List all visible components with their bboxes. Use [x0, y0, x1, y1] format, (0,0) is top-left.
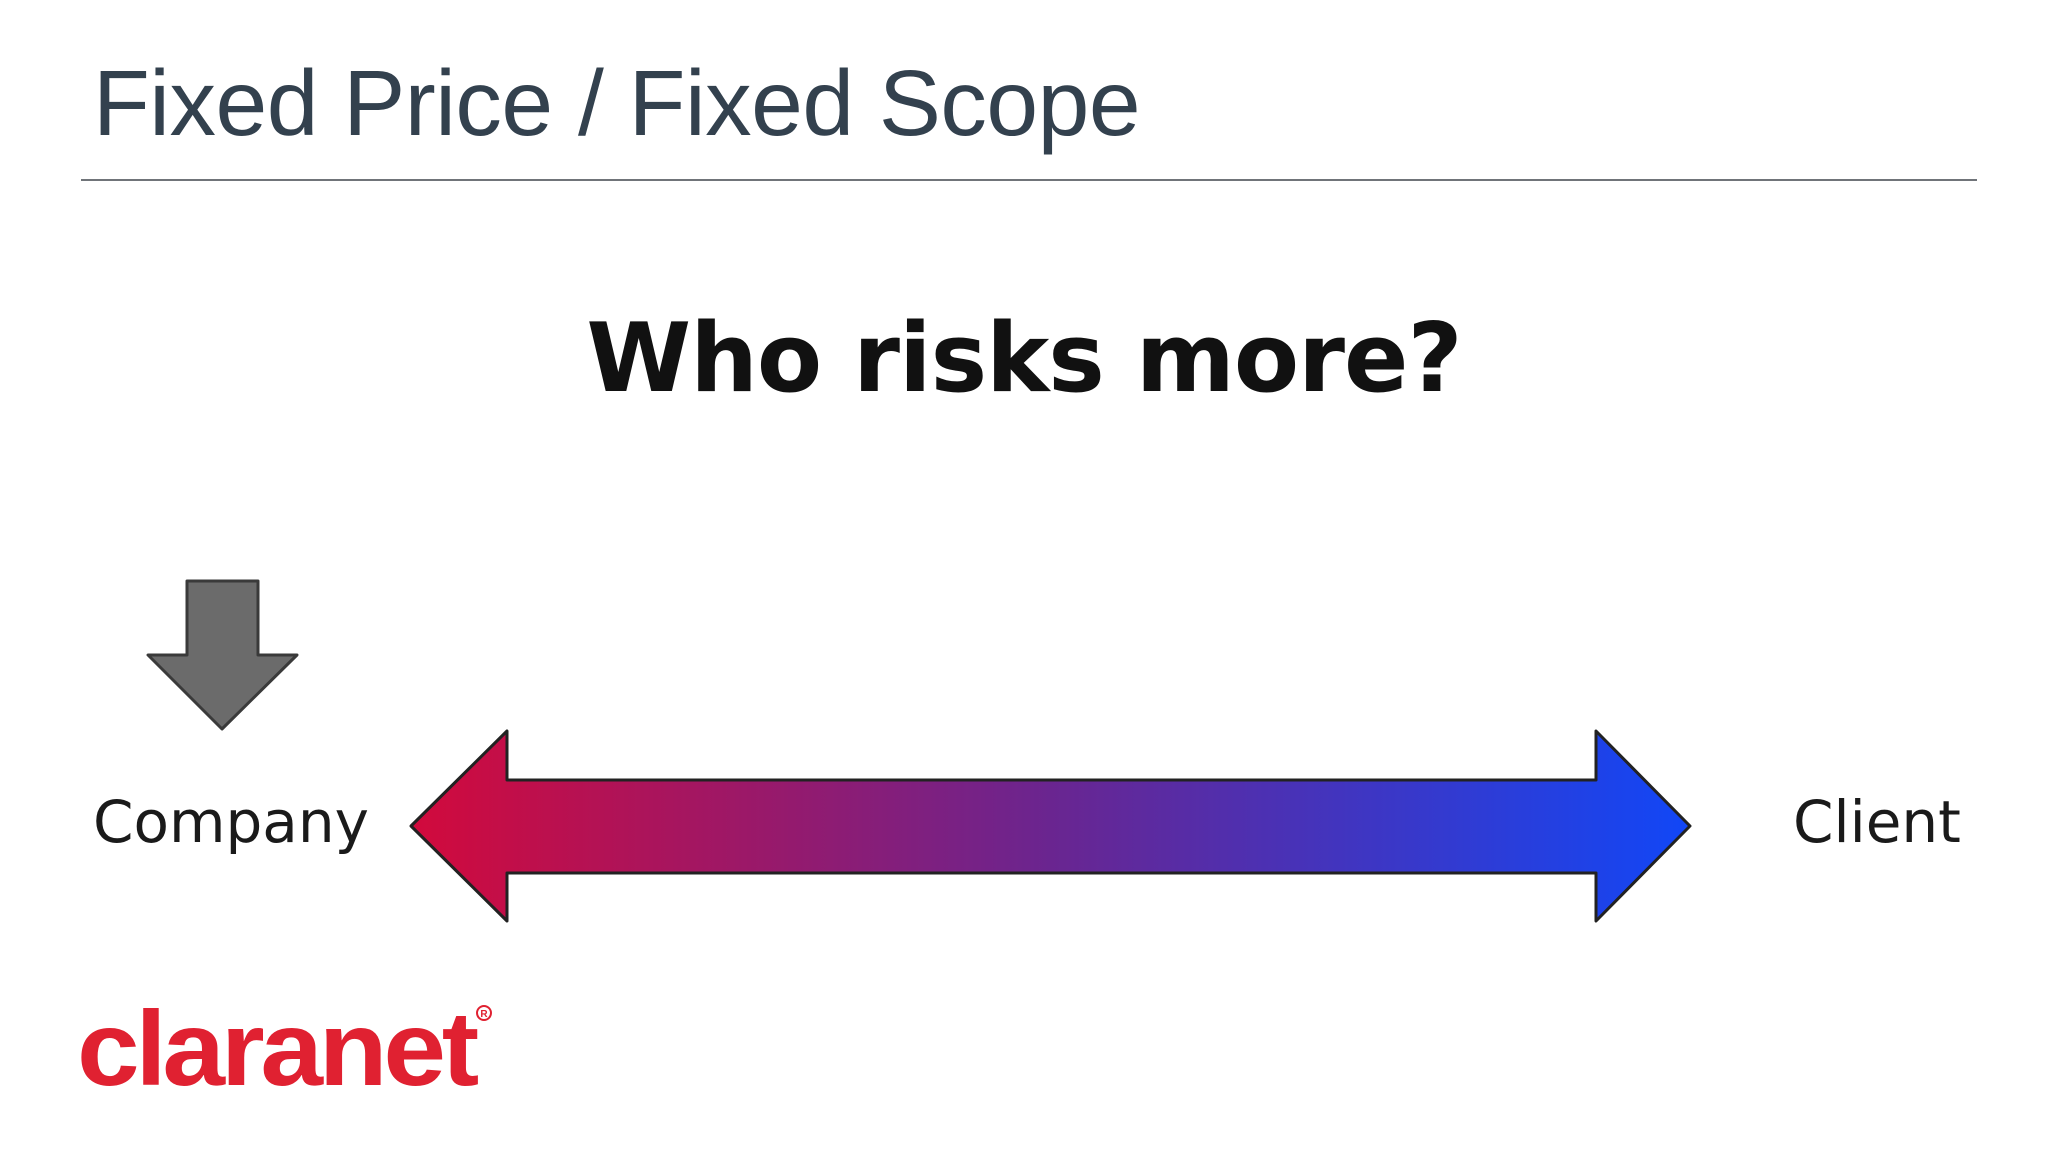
claranet-logo: claranet R	[77, 995, 492, 1108]
registered-mark-icon	[476, 1005, 492, 1021]
client-label: Client	[1793, 788, 1961, 856]
arrow-down-icon	[146, 579, 299, 731]
question-heading: Who risks more?	[586, 304, 1462, 414]
svg-text:R: R	[480, 1009, 488, 1020]
page-title: Fixed Price / Fixed Scope	[93, 51, 1141, 155]
double-headed-arrow	[409, 729, 1692, 923]
title-divider	[81, 179, 1977, 181]
company-label: Company	[93, 788, 369, 856]
logo-wordmark: claranet	[77, 995, 478, 1108]
